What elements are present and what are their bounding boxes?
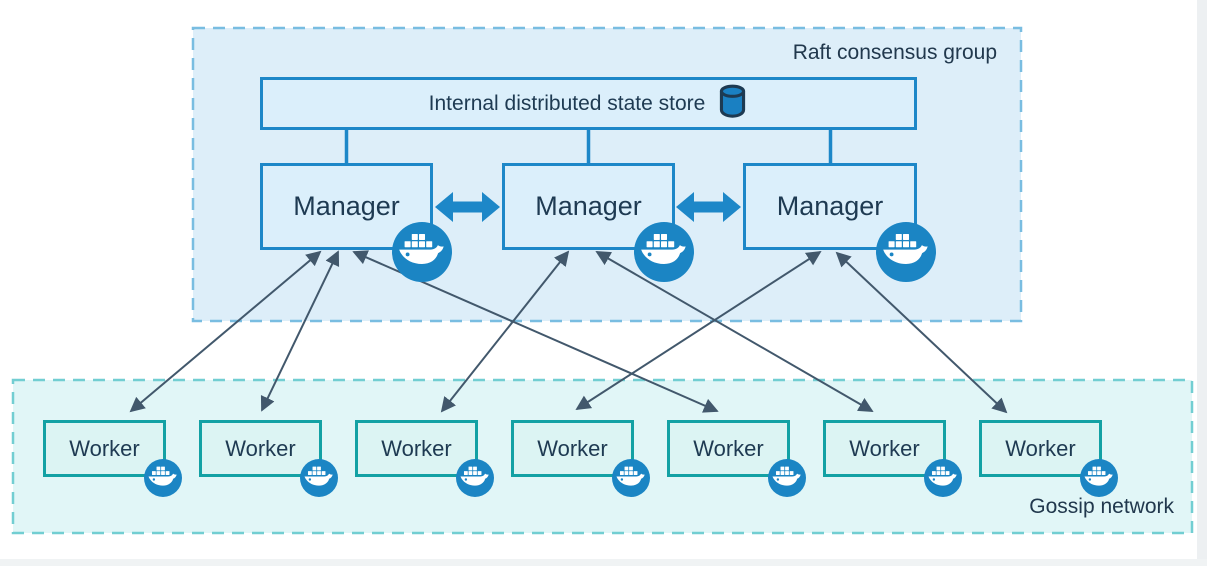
docker-whale-icon	[768, 459, 806, 497]
manager-label: Manager	[776, 191, 884, 221]
worker-label: Worker	[225, 435, 296, 461]
link-manager3-worker7	[835, 251, 1008, 414]
docker-whale-icon	[456, 459, 494, 497]
worker-label: Worker	[1005, 435, 1076, 461]
manager-raft-arrows	[435, 192, 741, 222]
page-edge-bottom	[0, 559, 1207, 566]
worker-node-1: Worker	[43, 420, 166, 477]
gossip-network-label: Gossip network	[1029, 495, 1174, 518]
link-manager3-worker4	[575, 250, 822, 411]
docker-whale-icon	[924, 459, 962, 497]
state-store-label: Internal distributed state store	[428, 91, 706, 115]
worker-node-4: Worker	[511, 420, 634, 477]
worker-label: Worker	[849, 435, 920, 461]
state-store-connectors	[344, 130, 833, 164]
worker-label: Worker	[537, 435, 608, 461]
database-cylinder-icon	[717, 83, 748, 124]
arrow-manager2-manager3	[676, 192, 741, 222]
raft-group-label: Raft consensus group	[792, 41, 997, 64]
docker-whale-icon	[300, 459, 338, 497]
docker-whale-icon	[634, 222, 694, 282]
worker-label: Worker	[693, 435, 764, 461]
docker-whale-icon	[392, 222, 452, 282]
worker-node-7: Worker	[979, 420, 1102, 477]
page-edge-right	[1197, 0, 1207, 566]
worker-node-5: Worker	[667, 420, 790, 477]
worker-node-6: Worker	[823, 420, 946, 477]
link-manager2-worker3	[440, 250, 570, 413]
manager-node-3: Manager	[743, 163, 917, 250]
link-manager1-worker2	[260, 250, 340, 412]
worker-label: Worker	[69, 435, 140, 461]
state-store-box: Internal distributed state store	[260, 77, 917, 130]
docker-whale-icon	[144, 459, 182, 497]
arrow-manager1-manager2	[435, 192, 500, 222]
worker-node-2: Worker	[199, 420, 322, 477]
worker-label: Worker	[381, 435, 452, 461]
docker-whale-icon	[612, 459, 650, 497]
docker-whale-icon	[1080, 459, 1118, 497]
manager-label: Manager	[535, 191, 642, 221]
docker-whale-icon	[876, 222, 936, 282]
worker-node-3: Worker	[355, 420, 478, 477]
manager-label: Manager	[293, 191, 400, 221]
